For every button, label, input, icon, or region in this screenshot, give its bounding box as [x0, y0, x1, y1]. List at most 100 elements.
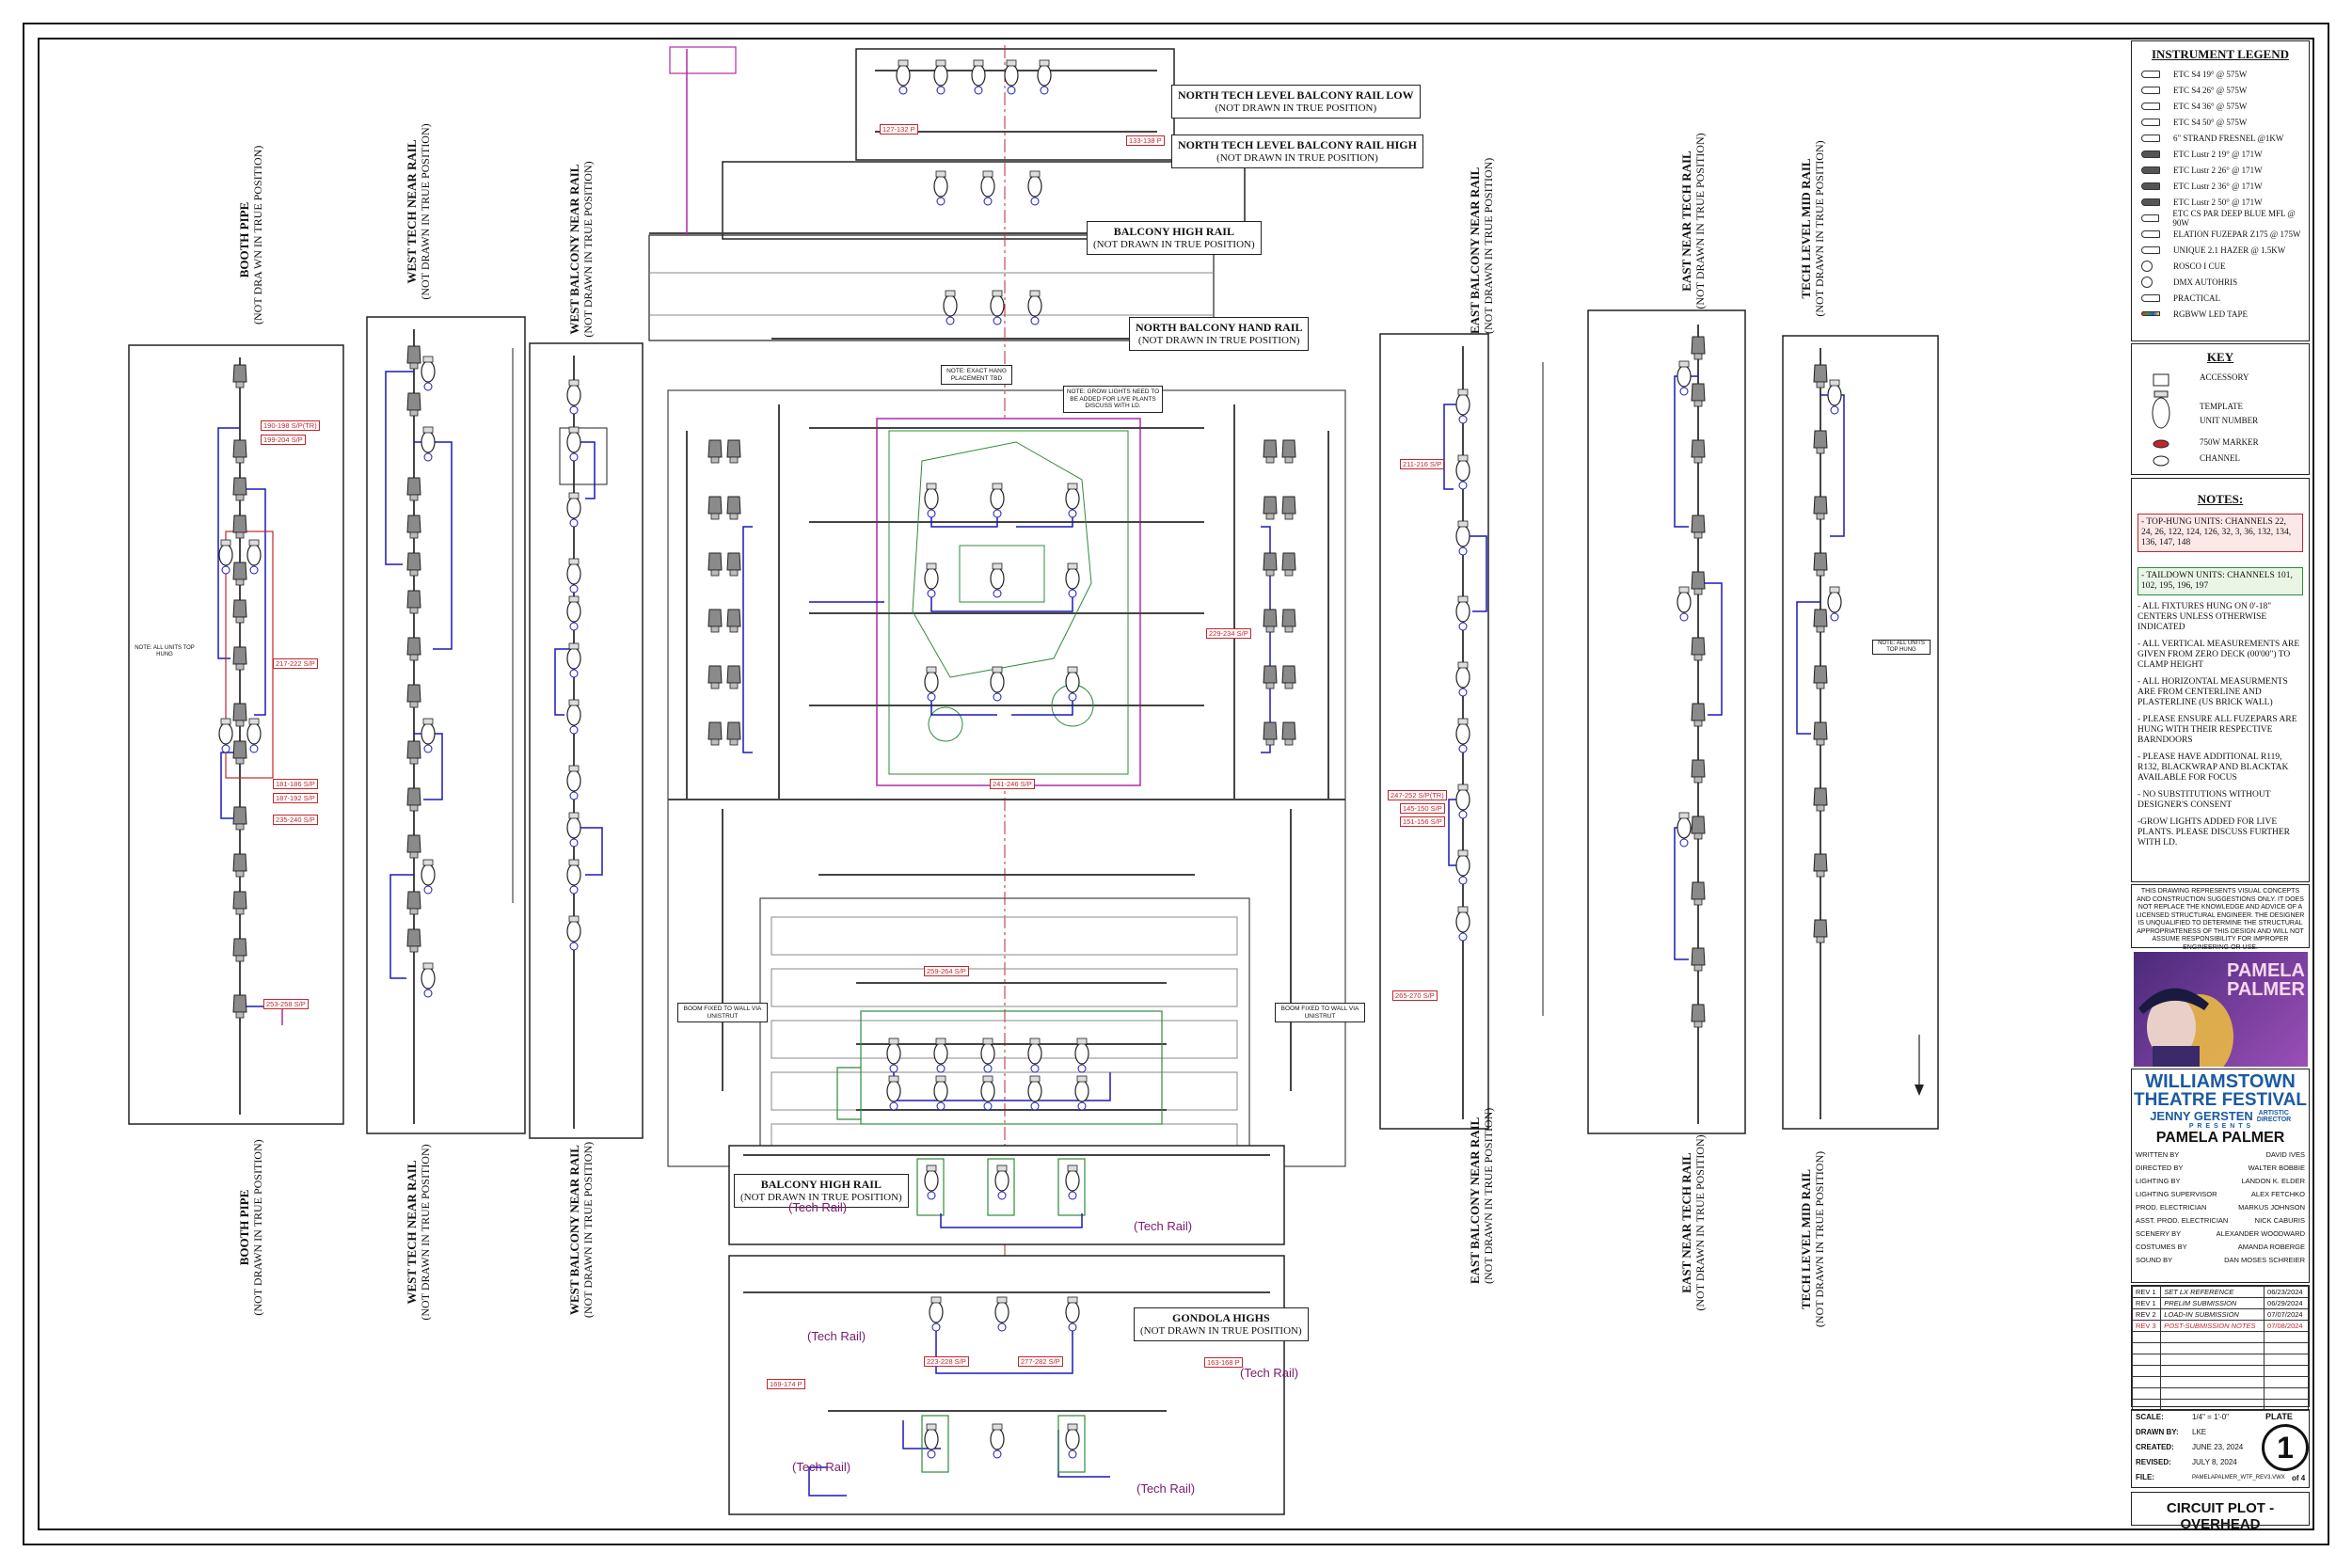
revision-rev — [2131, 1376, 2162, 1388]
revision-date — [2264, 1365, 2309, 1377]
legend-symbol-icon — [2141, 182, 2160, 190]
lighting-unit-icon — [726, 609, 741, 633]
revision-desc — [2160, 1331, 2265, 1343]
scale-label: SCALE: — [2136, 1413, 2164, 1421]
legend-item-label: ETC Lustr 2 36° @ 171W — [2173, 181, 2263, 191]
lighting-unit-icon — [1074, 1037, 1089, 1073]
revision-date — [2264, 1376, 2309, 1388]
legend-symbol-icon — [2141, 214, 2160, 222]
legend-item-label: ETC S4 50° @ 575W — [2173, 117, 2248, 127]
circuit-label: 211-216 S/P — [1400, 459, 1445, 469]
credit-name: NICK CABURIS — [2254, 1216, 2305, 1225]
drawing-title-block: CIRCUIT PLOT - OVERHEAD — [2131, 1492, 2310, 1532]
drawn-by-value: LKE — [2192, 1428, 2207, 1436]
booth-pipe-label-top: BOOTH PIPE (NOT DRA WN IN TRUE POSITION) — [237, 145, 264, 325]
festival-line2: THEATRE FESTIVAL — [2133, 1090, 2308, 1110]
revised-label: REVISED: — [2136, 1458, 2171, 1466]
legend-symbol-icon — [2141, 102, 2160, 110]
title-block: WILLIAMSTOWN THEATRE FESTIVAL JENNY GERS… — [2131, 1069, 2310, 1283]
key-accessory: ACCESSORY — [2200, 372, 2249, 382]
key-750w-marker: 750W MARKER — [2200, 437, 2259, 447]
drawn-by-label: DRAWN BY: — [2136, 1428, 2179, 1436]
legend-item-label: DMX AUTOHRIS — [2173, 277, 2238, 287]
disclaimer-text: THIS DRAWING REPRESENTS VISUAL CONCEPTS … — [2136, 888, 2305, 951]
circuit-label: 163-168 P — [1204, 1357, 1243, 1368]
revision-date: 06/23/2024 — [2264, 1286, 2309, 1298]
ntl-balcony-rail-low-label: NORTH TECH LEVEL BALCONY RAIL LOW(NOT DR… — [1171, 85, 1421, 119]
legend-symbol-icon — [2141, 245, 2160, 254]
credit-role: SOUND BY — [2136, 1256, 2173, 1264]
circuit-label: 199-204 S/P — [261, 435, 306, 445]
key-channel: CHANNEL — [2200, 453, 2240, 463]
lighting-unit-icon — [1263, 665, 1278, 689]
legend-item-label: ETC S4 26° @ 575W — [2173, 85, 2248, 95]
tech-rail-note-4: (Tech Rail) — [1240, 1366, 1299, 1380]
legend-item-label: UNIQUE 2.1 HAZER @ 1.5KW — [2173, 245, 2286, 255]
revision-date: 07/07/2024 — [2264, 1308, 2309, 1321]
circuit-label: 265-270 S/P — [1392, 990, 1438, 1001]
artwork-figures — [2138, 988, 2233, 1067]
lighting-unit-icon — [726, 552, 741, 577]
revision-rev — [2131, 1387, 2162, 1400]
festival-line1: WILLIAMSTOWN — [2145, 1071, 2296, 1092]
lighting-unit-icon — [1263, 496, 1278, 520]
revision-rev — [2131, 1399, 2162, 1411]
credit-role: WRITTEN BY — [2136, 1150, 2180, 1159]
revision-date — [2264, 1399, 2309, 1411]
west-tech-near-rail-label-bottom: WEST TECH NEAR RAIL (NOT DRAWN IN TRUE P… — [405, 1144, 432, 1321]
tech-rail-note-6: (Tech Rail) — [1136, 1481, 1196, 1496]
legend-symbol-icon — [2141, 70, 2160, 78]
legend-item: RGBWW LED TAPE — [2132, 306, 2309, 322]
circuit-label: 259-264 S/P — [924, 966, 969, 976]
revision-row — [2131, 1399, 2309, 1411]
legend-item-label: ETC CS PAR DEEP BLUE MFL @ 90W — [2172, 208, 2296, 228]
revision-rev — [2131, 1354, 2162, 1366]
legend-item: UNIQUE 2.1 HAZER @ 1.5KW — [2132, 242, 2309, 258]
legend-item-label: ELATION FUZEPAR Z175 @ 175W — [2173, 229, 2301, 239]
revision-row — [2131, 1342, 2309, 1354]
note-item: - ALL HORIZONTAL MEASURMENTS ARE FROM CE… — [2137, 677, 2288, 707]
legend-symbol-icon — [2141, 134, 2160, 142]
revision-date: 07/08/2024 — [2264, 1320, 2309, 1332]
legend-symbol-icon — [2141, 86, 2160, 94]
lighting-unit-icon — [1263, 439, 1278, 464]
legend-item: ETC S4 19° @ 575W — [2132, 66, 2309, 82]
revision-row — [2131, 1376, 2309, 1388]
lighting-unit-icon — [707, 439, 723, 464]
festival-presents: P R E S E N T S — [2188, 1123, 2252, 1130]
instrument-legend-title: INSTRUMENT LEGEND — [2151, 47, 2290, 61]
note-item: - PLEASE HAVE ADDITIONAL R119, R132, BLA… — [2137, 752, 2289, 783]
legend-item: ETC CS PAR DEEP BLUE MFL @ 90W — [2132, 208, 2309, 228]
credit-role: LIGHTING BY — [2136, 1177, 2181, 1185]
plate-of: of 4 — [2292, 1474, 2306, 1482]
revision-desc: LOAD-IN SUBMISSION — [2160, 1308, 2265, 1321]
legend-symbol-icon — [2141, 293, 2160, 302]
revision-rev — [2131, 1365, 2162, 1377]
lighting-unit-icon — [1074, 1075, 1089, 1111]
legend-item-label: ETC S4 36° @ 575W — [2173, 101, 2248, 111]
lighting-unit-icon — [726, 721, 741, 746]
lighting-unit-icon — [886, 1037, 901, 1073]
circuit-label: 190-198 S/P(TR) — [261, 420, 320, 431]
lighting-unit-icon — [726, 665, 741, 689]
file-label: FILE: — [2136, 1473, 2154, 1481]
balcony-high-rail-bottom-label: BALCONY HIGH RAIL(NOT DRAWN IN TRUE POSI… — [734, 1174, 909, 1208]
revision-desc — [2160, 1376, 2265, 1388]
legend-symbol-icon — [2141, 230, 2160, 238]
legend-item: 6" STRAND FRESNEL @1KW — [2132, 130, 2309, 146]
circuit-label: 133-138 P — [1126, 135, 1165, 146]
meta-block: SCALE:1/4" = 1'-0" DRAWN BY:LKE CREATED:… — [2131, 1409, 2310, 1488]
exact-hang-note: NOTE: EXACT HANG PLACEMENT TBD — [941, 365, 1012, 385]
balcony-high-rail-top-label: BALCONY HIGH RAIL(NOT DRAWN IN TRUE POSI… — [1087, 221, 1262, 255]
legend-item-label: 6" STRAND FRESNEL @1KW — [2173, 133, 2284, 143]
legend-item-label: ETC Lustr 2 50° @ 171W — [2173, 197, 2263, 207]
west-balcony-near-rail-group — [512, 342, 644, 1139]
lighting-unit-icon — [980, 1037, 995, 1073]
